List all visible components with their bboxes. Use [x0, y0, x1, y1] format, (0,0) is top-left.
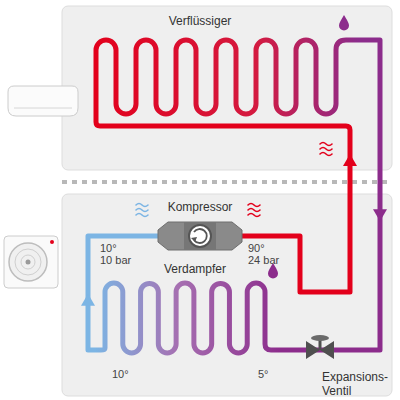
separator-line [62, 180, 392, 184]
label-anchor: 5° [258, 368, 269, 380]
node-label: Verdampfer [164, 262, 226, 276]
refrigerant-pipe [342, 40, 380, 350]
node-label: Kompressor [168, 200, 233, 214]
pipe-connector-group [242, 132, 357, 292]
brand-dot [50, 240, 54, 244]
node-shape [95, 262, 280, 362]
wave-line [320, 153, 332, 156]
fan-ring [21, 255, 35, 269]
label-anchor: 10° [112, 368, 129, 380]
wave-line [248, 214, 260, 217]
compressor-core [184, 222, 216, 250]
compressor-body [158, 222, 242, 250]
arrow-head [81, 294, 95, 306]
pipe-connector-group [342, 40, 387, 350]
compressor-rotation-tip [191, 237, 197, 242]
outdoor-unit-body [4, 236, 58, 288]
fan-hub [26, 260, 31, 265]
value-label: 10 bar [100, 254, 131, 266]
expansion-valve-box: Expansions- Ventil [298, 334, 342, 366]
evaporator-coil [95, 283, 280, 353]
heat-wave-symbol [320, 143, 332, 156]
wave-line [320, 148, 332, 151]
compressor-rotation [194, 229, 207, 243]
condensate-drop [339, 15, 349, 31]
value-label: 5° [258, 368, 269, 380]
condenser-coil [96, 40, 358, 114]
value-label: 90° [248, 242, 265, 254]
wave-line [136, 204, 148, 207]
indoor-unit-body [8, 86, 78, 116]
label-anchor: 90° [248, 242, 265, 254]
node-shape [88, 14, 358, 132]
node-label: Verflüssiger [169, 14, 232, 28]
outdoor-unit-icon [4, 236, 58, 288]
compressor-rotor [189, 225, 211, 247]
compressor-box: Kompressor [158, 200, 242, 256]
wave-line [136, 214, 148, 217]
pipe-connector-group [280, 350, 298, 351]
value-label: 10° [100, 242, 117, 254]
indoor-unit-icon [8, 86, 78, 116]
wave-line [136, 209, 148, 212]
label-anchor: 10 bar [100, 254, 131, 266]
indoor-panel [62, 6, 392, 170]
refrigerant-pipe [280, 348, 298, 353]
fan-ring [15, 249, 41, 275]
cold-wave-symbol [136, 204, 148, 217]
pipe-connector-group [81, 236, 158, 350]
outdoor-panel [62, 194, 392, 396]
arrow-head [373, 209, 387, 221]
label-anchor: 10° [100, 242, 117, 254]
evaporator-coil-box: Verdampfer [95, 262, 280, 362]
wave-line [248, 204, 260, 207]
value-label: 10° [112, 368, 129, 380]
wave-line [320, 143, 332, 146]
condenser-coil-box: Verflüssiger [88, 14, 358, 132]
node-label: Expansions- Ventil [322, 370, 392, 398]
node-shape [298, 334, 342, 366]
value-label: 24 bar [248, 254, 279, 266]
arrow-head [343, 154, 357, 166]
wave-line [248, 209, 260, 212]
refrigerant-pipe [242, 132, 350, 292]
fan-grille [9, 243, 47, 281]
heat-wave-symbol [248, 204, 260, 217]
valve-handwheel [311, 335, 329, 341]
indoor-unit-vent [14, 108, 72, 109]
label-anchor: 24 bar [248, 254, 279, 266]
